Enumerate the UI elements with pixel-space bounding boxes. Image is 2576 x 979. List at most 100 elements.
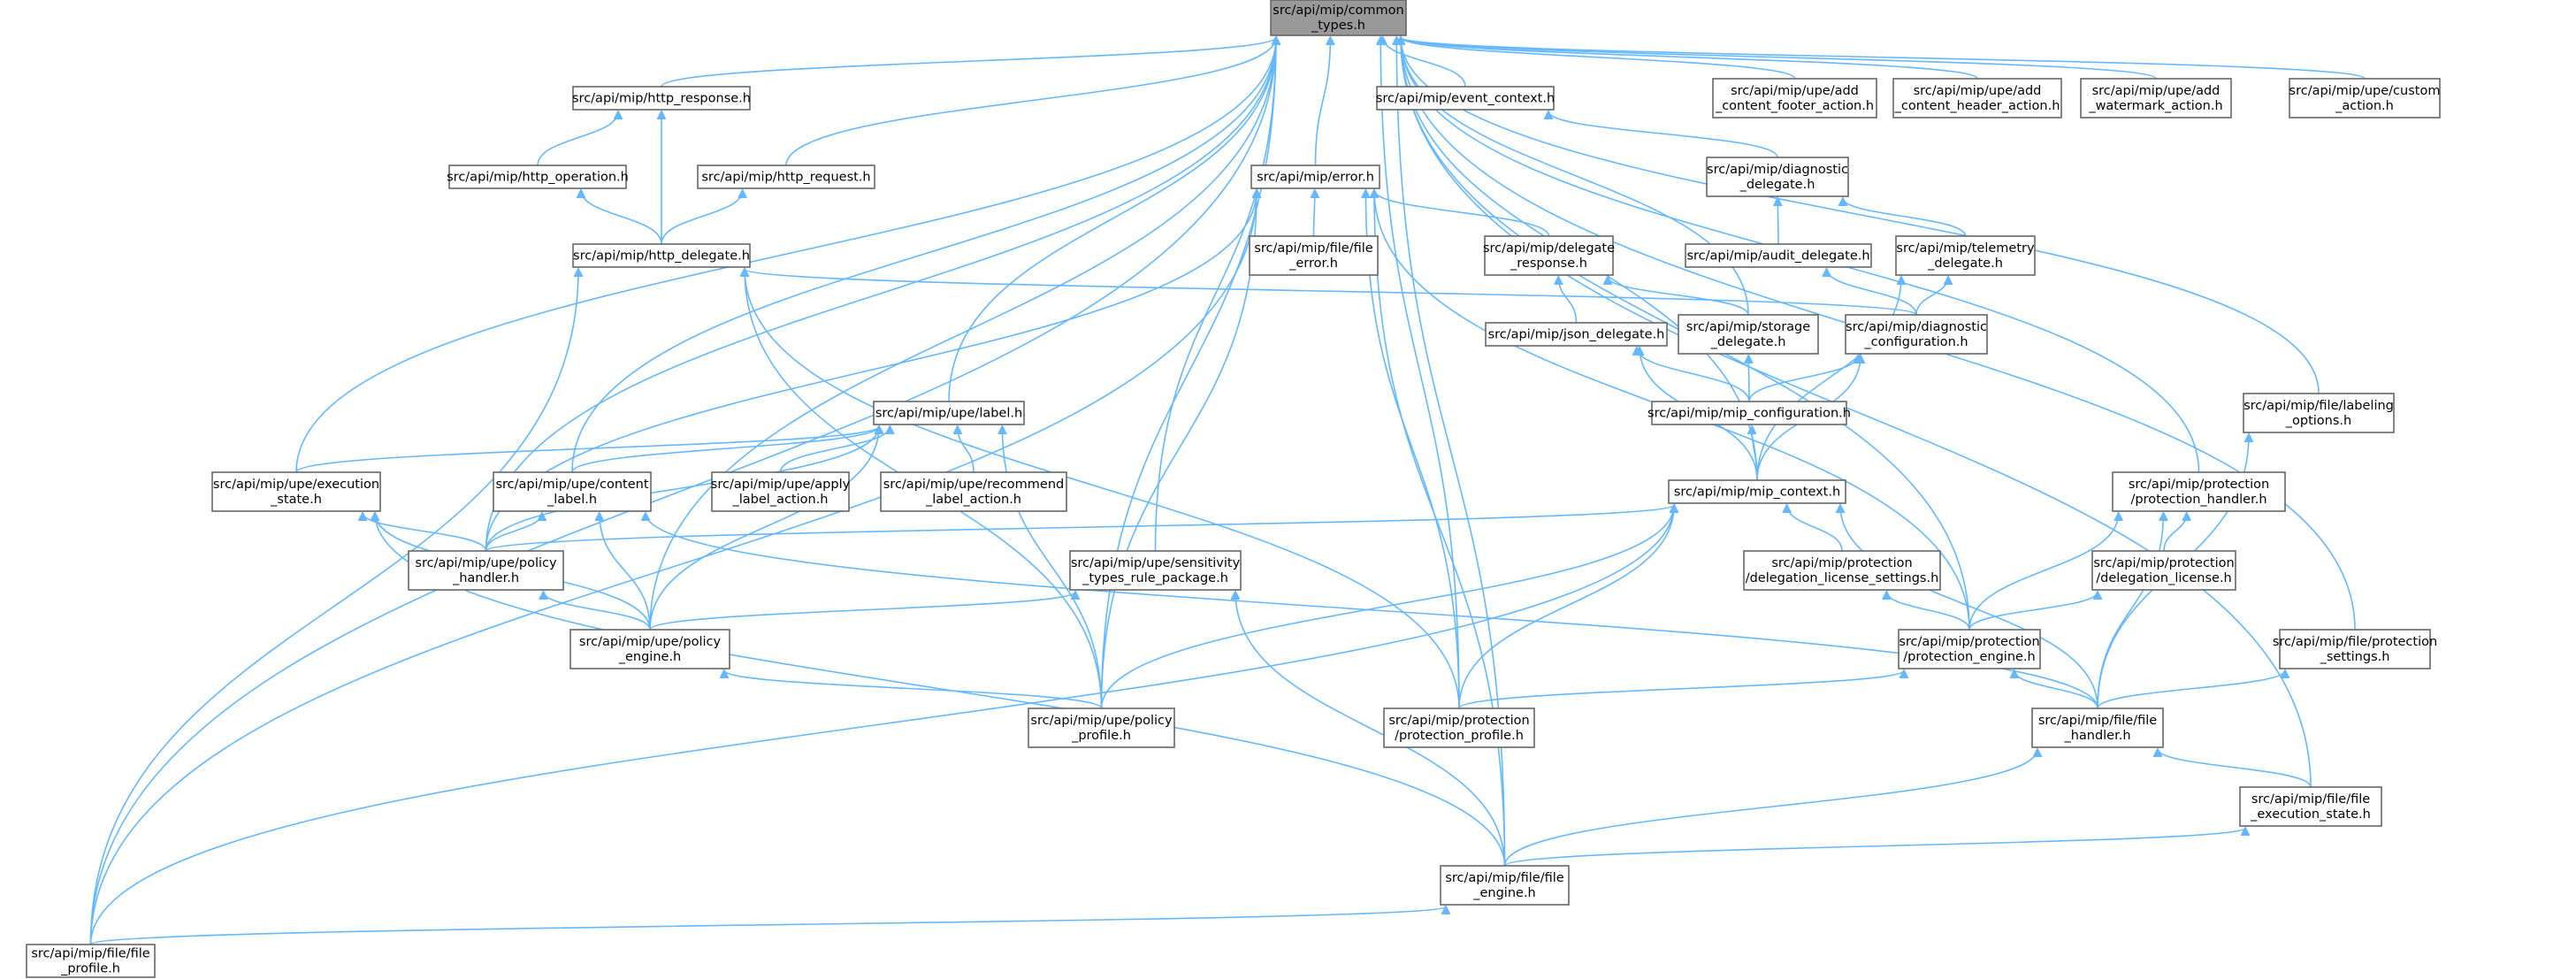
node-label-line: /protection_handler.h [2130,493,2266,507]
node-label-line: _profile.h [1071,729,1131,743]
node-label-line: _state.h [270,493,322,507]
node-label-line: src/api/mip/file/file [31,947,149,961]
node-file-handler[interactable]: src/api/mip/file/file_handler.h [2031,707,2164,748]
node-diag-config[interactable]: src/api/mip/diagnostic_configuration.h [1845,314,1988,355]
edge-sensitivity_types-to-common_types [1154,37,1277,552]
node-http-delegate[interactable]: src/api/mip/http_delegate.h [572,243,751,268]
node-add-footer[interactable]: src/api/mip/upe/add_content_footer_actio… [1712,78,1877,119]
node-http-response[interactable]: src/api/mip/http_response.h [572,86,751,111]
node-http-operation[interactable]: src/api/mip/http_operation.h [447,164,629,189]
node-label-line: src/api/mip/upe/policy [579,635,722,649]
node-audit-delegate[interactable]: src/api/mip/audit_delegate.h [1685,243,1872,268]
node-label-line: src/api/mip/protection [1388,714,1529,728]
node-delegate-response[interactable]: src/api/mip/delegate_response.h [1483,235,1615,276]
edge-delegation_license_settings-to-mip_context [1787,505,1843,552]
node-box [1028,707,1175,748]
node-protection-profile[interactable]: src/api/mip/protection/protection_profil… [1383,707,1535,748]
node-file-execution-state[interactable]: src/api/mip/file/file_execution_state.h [2239,786,2382,827]
node-delegation-license[interactable]: src/api/mip/protection/delegation_licens… [2091,550,2236,591]
node-label-line: src/api/mip/upe/label.h [875,407,1022,421]
node-label-line: _content_header_action.h [1894,99,2060,113]
node-http-request[interactable]: src/api/mip/http_request.h [697,164,875,189]
node-label-line: src/api/mip/protection [1899,635,2039,649]
node-label-line: _handler.h [452,571,519,585]
edge-file_profile-to-mip_context [89,505,1675,945]
edge-file_engine-to-common_types [1396,37,1506,867]
node-box [1250,164,1380,189]
node-sensitivity-types[interactable]: src/api/mip/upe/sensitivity_types_rule_p… [1069,550,1242,591]
node-delegation-license-settings[interactable]: src/api/mip/protection/delegation_licens… [1743,550,1941,591]
node-labeling-options[interactable]: src/api/mip/file/labeling_options.h [2243,393,2395,433]
node-label-line: src/api/mip/delegate [1483,241,1615,256]
edge-protection_profile-to-protection_engine [1458,670,1904,709]
edge-protection_profile-to-error [1365,190,1460,709]
node-common-types[interactable]: src/api/mip/common_types.h [1270,0,1407,36]
node-telemetry-delegate[interactable]: src/api/mip/telemetry_delegate.h [1895,235,2036,276]
node-label-line: src/api/mip/upe/add [2092,84,2221,98]
node-content-label[interactable]: src/api/mip/upe/content_label.h [493,471,652,512]
node-label-line: src/api/mip/json_delegate.h [1488,328,1665,342]
node-protection-engine[interactable]: src/api/mip/protection/protection_engine… [1898,629,2041,669]
node-label-line: src/api/mip/event_context.h [1376,92,1555,106]
node-mip-context[interactable]: src/api/mip/mip_context.h [1668,479,1846,504]
node-file-error[interactable]: src/api/mip/file/file_error.h [1249,235,1379,276]
edge-file_handler-to-content_label [646,513,2098,709]
edge-protection_engine-to-delegation_license_settings [1886,592,1970,631]
node-policy-handler[interactable]: src/api/mip/upe/policy_handler.h [408,550,564,591]
node-label-line: _configuration.h [1863,335,1968,349]
node-protection-handler[interactable]: src/api/mip/protection/protection_handle… [2112,471,2286,512]
node-policy-profile[interactable]: src/api/mip/upe/policy_profile.h [1028,707,1175,748]
node-box [1845,314,1988,355]
node-label-line: /delegation_license.h [2096,571,2232,585]
node-add-header[interactable]: src/api/mip/upe/add_content_header_actio… [1892,78,2062,119]
node-event-context[interactable]: src/api/mip/event_context.h [1376,86,1555,111]
edge-file_engine-to-sensitivity_types [1235,592,1506,867]
node-diag-delegate[interactable]: src/api/mip/diagnostic_delegate.h [1706,157,1849,197]
node-box [880,471,1067,512]
dependency-edges [89,37,2366,945]
edge-policy_profile-to-policy_engine [724,670,1103,709]
node-box [569,629,730,669]
edge-policy_engine-to-policy_handler [543,592,651,631]
edge-diag_config-to-audit_delegate [1827,269,1917,316]
node-box [1706,157,1849,197]
node-custom-action[interactable]: src/api/mip/upe/custom_action.h [2289,78,2441,119]
node-label-line: _handler.h [2063,729,2130,743]
node-label-line: src/api/mip/file/file [1445,871,1563,885]
edge-protection_profile-to-common_types [1380,37,1460,709]
node-file-profile[interactable]: src/api/mip/file/file_profile.h [26,944,156,978]
node-box [2279,629,2431,669]
node-storage-delegate[interactable]: src/api/mip/storage_delegate.h [1678,314,1819,355]
node-file-protection-settings[interactable]: src/api/mip/file/protection_settings.h [2273,629,2437,669]
node-box [2031,707,2164,748]
node-recommend-label[interactable]: src/api/mip/upe/recommend_label_action.h [880,471,1067,512]
edge-content_label-to-label [571,426,879,473]
node-label-line: /protection_engine.h [1903,650,2035,664]
node-error[interactable]: src/api/mip/error.h [1250,164,1380,189]
node-label-line: src/api/mip/storage [1686,320,1810,334]
node-apply-label[interactable]: src/api/mip/upe/apply_label_action.h [711,471,851,512]
edge-add_header-to-common_types [1401,37,1978,80]
edge-file_handler-to-protection_handler [2097,513,2163,709]
edge-policy_profile-to-mip_context [1100,505,1675,709]
edge-delegation_license-to-protection_handler [2163,513,2187,552]
node-label-line: _engine.h [618,650,682,664]
edge-policy_profile-to-error [1100,190,1257,709]
edge-recommend_label-to-label [958,426,975,473]
node-label[interactable]: src/api/mip/upe/label.h [873,401,1025,425]
node-box [1485,322,1668,347]
node-policy-engine[interactable]: src/api/mip/upe/policy_engine.h [569,629,730,669]
edge-policy_handler-to-mip_context [485,505,1675,552]
edge-file_handler-to-protection_engine [2014,670,2098,709]
node-execution-state[interactable]: src/api/mip/upe/execution_state.h [211,471,381,512]
edge-apply_label-to-label [779,426,891,473]
node-mip-configuration[interactable]: src/api/mip/mip_configuration.h [1647,401,1851,425]
edge-http_delegate-to-http_operation [581,190,662,245]
node-label-line: _types_rule_package.h [1082,571,1228,585]
node-label-line: src/api/mip/upe/content [495,478,648,492]
node-add-watermark[interactable]: src/api/mip/upe/add_watermark_action.h [2080,78,2232,119]
node-file-engine[interactable]: src/api/mip/file/file_engine.h [1440,865,1570,906]
edge-json_delegate-to-delegate_response [1558,277,1578,324]
edge-mip_context-to-telemetry_delegate [1756,277,1901,481]
node-json-delegate[interactable]: src/api/mip/json_delegate.h [1485,322,1668,347]
